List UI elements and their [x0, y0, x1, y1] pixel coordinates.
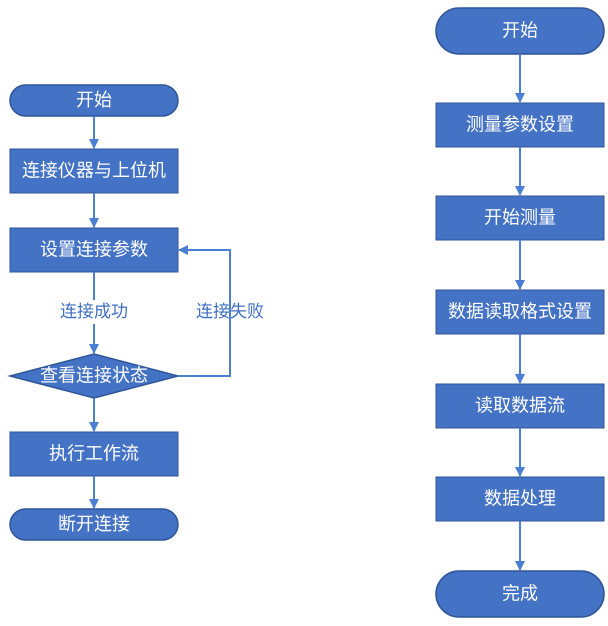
start-measurement-label: 开始测量	[484, 208, 556, 229]
run-workflow-label: 执行工作流	[49, 444, 139, 465]
read-format-settings-node: 数据读取格式设置	[435, 289, 605, 335]
arrow-failure-loop-1	[178, 300, 231, 377]
connect-instrument-node: 连接仪器与上位机	[9, 148, 179, 194]
measurement-params-label: 测量参数设置	[466, 115, 574, 136]
read-data-stream-label: 读取数据流	[475, 396, 565, 417]
check-connection-status-node: 查看连接状态	[7, 353, 181, 399]
left-start-label: 开始	[76, 90, 112, 111]
right-flow: 开始 测量参数设置 开始测量 数据读取格式设置 读取数据流 数据处理	[435, 7, 605, 618]
start-measurement-node: 开始测量	[435, 195, 605, 241]
right-start-node: 开始	[435, 7, 605, 55]
check-connection-status-label: 查看连接状态	[40, 366, 148, 387]
finish-label: 完成	[502, 584, 538, 605]
left-flow: 开始 连接仪器与上位机 设置连接参数 查看连接状态 执行工作流 断开连接	[7, 84, 264, 541]
read-data-stream-node: 读取数据流	[435, 383, 605, 429]
set-connection-params-label: 设置连接参数	[40, 240, 148, 261]
label-connection-success: 连接成功	[60, 302, 128, 322]
data-processing-label: 数据处理	[484, 489, 556, 510]
label-connection-failure: 连接失败	[196, 302, 264, 322]
disconnect-label: 断开连接	[58, 514, 130, 535]
right-start-label: 开始	[502, 21, 538, 42]
set-connection-params-node: 设置连接参数	[9, 227, 179, 273]
connect-instrument-label: 连接仪器与上位机	[22, 161, 166, 182]
finish-node: 完成	[435, 570, 605, 618]
disconnect-node: 断开连接	[9, 508, 179, 541]
data-processing-node: 数据处理	[435, 476, 605, 522]
arrow-failure-loop-2	[178, 245, 231, 324]
left-start-node: 开始	[9, 84, 179, 117]
read-format-settings-label: 数据读取格式设置	[448, 302, 592, 323]
measurement-params-node: 测量参数设置	[435, 102, 605, 148]
run-workflow-node: 执行工作流	[9, 431, 179, 477]
